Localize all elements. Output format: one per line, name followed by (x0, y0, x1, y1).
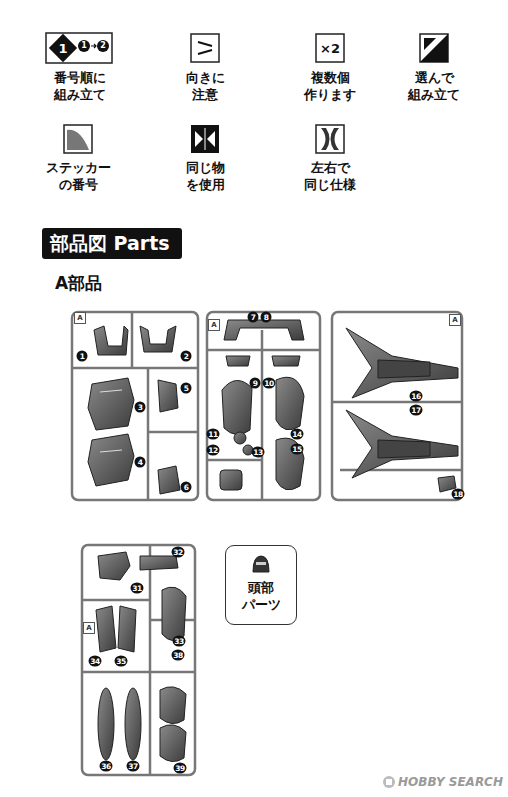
callout-number: 32 (172, 547, 185, 558)
step-number: 1 (81, 42, 87, 50)
legend-caption: 向きに 注意 (186, 70, 225, 104)
section-band: 部品図 Parts (42, 228, 182, 259)
callout-number: 14 (291, 429, 304, 440)
callout-number: 15 (291, 444, 304, 455)
callout-number: 7 (248, 312, 259, 323)
callout-number: 4 (135, 457, 146, 468)
sprue-frame (72, 312, 462, 775)
step-number: 1 (58, 42, 67, 55)
runner-letter: A (74, 312, 86, 324)
watermark-logo (383, 776, 395, 788)
head-parts-box: 頭部 パーツ (225, 545, 297, 625)
runner-heading: A部品 (55, 275, 102, 292)
legend-caption: 左右で 同じ仕様 (304, 160, 356, 194)
callout-number: 16 (410, 391, 423, 402)
callout-number: 5 (181, 383, 192, 394)
step-number: 2 (100, 42, 106, 50)
callout-number: 8 (261, 312, 272, 323)
plastic-parts (88, 320, 458, 762)
callout-number: 12 (207, 445, 220, 456)
legend-caption: ステッカー の番号 (46, 160, 111, 194)
legend-icons (46, 33, 448, 153)
callout-number: 11 (207, 429, 220, 440)
legend-caption: 複数個 作ります (304, 70, 356, 104)
callout-number: 35 (115, 656, 128, 667)
runner-letter: A (83, 622, 95, 634)
callout-number: 17 (410, 405, 423, 416)
node-text: 頭部 パーツ (242, 580, 281, 614)
callout-number: 39 (174, 763, 187, 774)
callout-number: 2 (181, 351, 192, 362)
legend-caption: 番号順に 組み立て (54, 70, 106, 104)
count-mark: ×2 (320, 42, 340, 55)
callout-number: 18 (452, 489, 465, 500)
callout-number: 37 (127, 761, 140, 772)
legend-caption: 選んで 組み立て (408, 70, 460, 104)
callout-number: 33 (173, 636, 186, 647)
watermark: HOBBY SEARCH (398, 776, 503, 788)
callout-number: 34 (89, 656, 102, 667)
callout-number: 9 (250, 378, 261, 389)
callout-number: 6 (181, 482, 192, 493)
callout-number: 10 (263, 378, 276, 389)
callout-number: 38 (172, 650, 185, 661)
runner-letter: A (449, 314, 461, 326)
legend-caption: 同じ物 を使用 (186, 160, 225, 194)
runner-letter: A (208, 319, 220, 331)
callout-number: 3 (135, 402, 146, 413)
node-text: 部品図 Parts (50, 232, 170, 255)
callout-number: 1 (77, 351, 88, 362)
callout-number: 13 (252, 447, 265, 458)
callout-number: 31 (131, 583, 144, 594)
callout-number: 36 (100, 761, 113, 772)
